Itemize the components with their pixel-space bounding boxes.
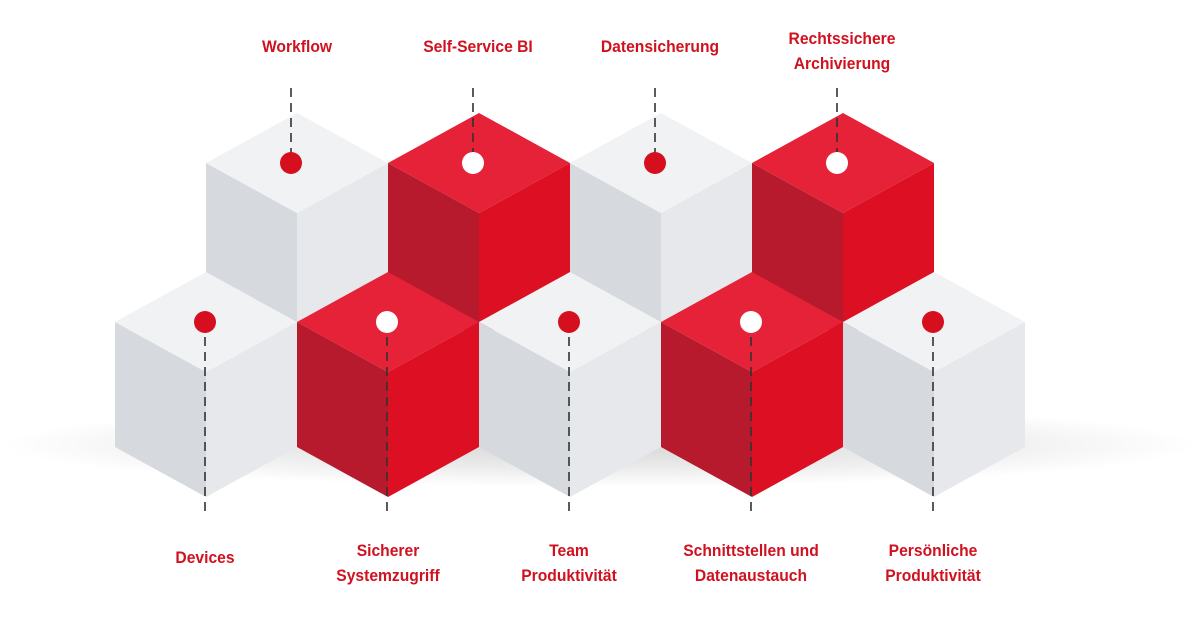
label-datensicherung: Datensicherung xyxy=(559,34,761,59)
label-line: Systemzugriff xyxy=(336,566,440,585)
red-dot-marker xyxy=(644,152,666,174)
markers xyxy=(194,152,944,333)
white-dot-marker xyxy=(376,311,398,333)
label-schnittstellen-datenaustauch: Schnittstellen und Datenaustauch xyxy=(650,538,852,588)
label-team-produktivitaet: Team Produktivität xyxy=(468,538,670,588)
label-line: Produktivität xyxy=(521,566,617,585)
red-dot-marker xyxy=(922,311,944,333)
label-persoenliche-produktivitaet: Persönliche Produktivität xyxy=(832,538,1034,588)
red-dot-marker xyxy=(194,311,216,333)
bottom-row-cubes xyxy=(115,272,1025,497)
white-dot-marker xyxy=(826,152,848,174)
label-sicherer-systemzugriff: Sicherer Systemzugriff xyxy=(287,538,489,588)
label-line: Archivierung xyxy=(793,54,891,73)
label-self-service-bi: Self-Service BI xyxy=(377,34,579,59)
label-rechtssichere-archivierung: Rechtssichere Archivierung xyxy=(741,26,943,76)
label-line: Rechtssichere xyxy=(788,29,896,48)
cube-left-face xyxy=(297,322,388,497)
white-dot-marker xyxy=(462,152,484,174)
label-line: Schnittstellen und xyxy=(683,541,819,560)
cube-right-face xyxy=(934,322,1025,497)
cube-left-face xyxy=(661,322,752,497)
cube-left-face xyxy=(843,322,934,497)
label-line: Sicherer xyxy=(356,541,420,560)
white-dot-marker xyxy=(740,311,762,333)
red-dot-marker xyxy=(280,152,302,174)
label-line: Persönliche xyxy=(888,541,978,560)
label-line: Self-Service BI xyxy=(423,37,533,56)
cube-right-face xyxy=(388,322,479,497)
connector-lines xyxy=(204,88,934,515)
label-devices: Devices xyxy=(104,545,306,570)
cube-left-face xyxy=(115,322,206,497)
cube-right-face xyxy=(570,322,661,497)
label-line: Produktivität xyxy=(885,566,981,585)
label-line: Datenaustauch xyxy=(694,566,808,585)
label-line: Datensicherung xyxy=(600,37,720,56)
label-workflow: Workflow xyxy=(196,34,398,59)
cube-left-face xyxy=(479,322,570,497)
cube-right-face xyxy=(206,322,297,497)
label-line: Workflow xyxy=(261,37,333,56)
cube-right-face xyxy=(752,322,843,497)
label-line: Devices xyxy=(175,548,235,567)
bottom-cube-2 xyxy=(479,272,661,497)
red-dot-marker xyxy=(558,311,580,333)
label-line: Team xyxy=(549,541,589,560)
